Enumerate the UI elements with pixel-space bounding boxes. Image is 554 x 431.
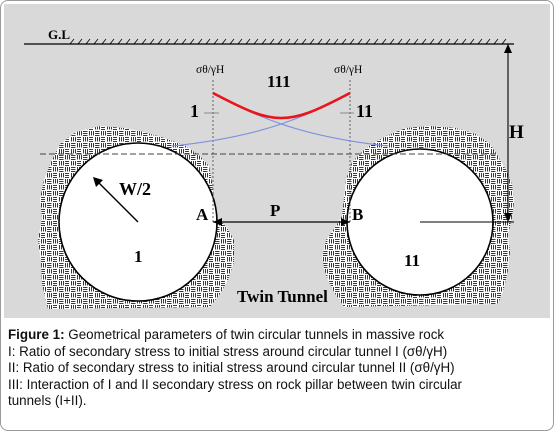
radius-label: W/2: [119, 179, 152, 199]
caption-line-1: I: Ratio of secondary stress to initial …: [8, 343, 448, 359]
stress-ratio-label-left: σθ/γH: [196, 64, 225, 76]
figure-number: Figure 1:: [8, 327, 65, 342]
h-arrow-bottom: [504, 213, 512, 222]
depth-label-h: H: [509, 122, 524, 143]
stress-ratio-label-right: σθ/γH: [334, 64, 363, 76]
pillar-arrow-left: [213, 218, 222, 226]
diagram-title: Twin Tunnel: [237, 287, 328, 306]
caption-line-2: II: Ratio of secondary stress to initial…: [8, 360, 455, 376]
tunnel-right-label: 11: [404, 251, 421, 270]
pillar-width-label: P: [270, 201, 281, 220]
pillar-arrow-right: [341, 218, 350, 226]
tunnel-left-label: 1: [134, 247, 143, 266]
h-arrow-top: [504, 44, 512, 53]
radius-arrow-line: [94, 178, 139, 223]
curve-label-111: 111: [267, 72, 291, 91]
caption-line-4: tunnels (I+II).: [8, 393, 87, 409]
twin-tunnel-diagram: G.L σθ/γH σθ/γH 1 111 11 H W/2 A B P 1 1…: [4, 4, 550, 318]
curve-label-1: 1: [190, 101, 199, 121]
caption-title-line: Figure 1: Geometrical parameters of twin…: [8, 327, 548, 344]
radius-arrow-head: [93, 177, 103, 187]
figure-caption: Figure 1: Geometrical parameters of twin…: [8, 327, 548, 410]
ground-hatch: [69, 38, 507, 45]
caption-title: Geometrical parameters of twin circular …: [68, 327, 445, 342]
point-b-label: B: [352, 205, 364, 224]
curve-label-11: 11: [356, 101, 374, 121]
interaction-curve: [212, 91, 351, 120]
point-a-label: A: [196, 205, 209, 224]
ground-level-label: G.L: [48, 27, 71, 42]
caption-line-3: III: Interaction of I and II secondary s…: [8, 376, 463, 392]
diagram-drawing: [24, 38, 514, 309]
